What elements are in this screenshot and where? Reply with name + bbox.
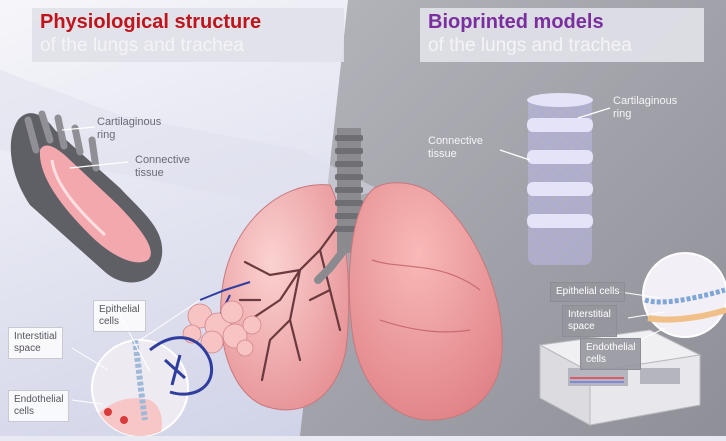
right-panel-subtitle: of the lungs and trachea	[428, 35, 632, 56]
right-title-box: Bioprinted models of the lungs and trach…	[420, 8, 704, 62]
left-lung-illustration	[182, 184, 350, 411]
left-panel-subtitle: of the lungs and trachea	[40, 35, 244, 56]
right-lung-illustration	[348, 182, 503, 421]
left-panel-title: Physiological structure	[40, 11, 262, 33]
trachea-segment	[10, 110, 163, 283]
vessel-network	[149, 336, 214, 396]
bioprinted-trachea-scaffold	[499, 93, 611, 265]
left-title-box: Physiological structure of the lungs and…	[32, 8, 344, 62]
right-panel-title: Bioprinted models	[428, 11, 604, 33]
label-epithelial-cells-right: Epithelial cells	[550, 282, 626, 302]
